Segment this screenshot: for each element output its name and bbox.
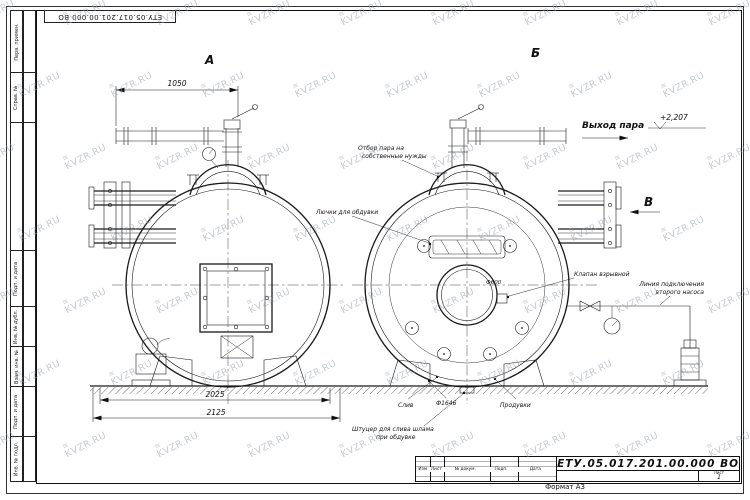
frame-cell-label: Справ. № [13, 85, 20, 110]
pressure-gauge [202, 147, 219, 169]
frame-cell [24, 307, 35, 347]
top-steam-pipe [115, 127, 224, 145]
frame-cell: Подп. и дата [11, 251, 22, 307]
own-needs-label-1: Отбор пара на [358, 145, 404, 152]
sheet-label: Лист [713, 470, 725, 475]
own-needs-label-2: собственные нужды [362, 153, 427, 160]
frame-cell-label: Инв. № подл. [13, 441, 20, 477]
annotation-blow-hatches: Лючки для обдувки [315, 209, 432, 246]
manhole-dia-label: Ф600 [486, 280, 502, 286]
col-izm: Изм [418, 466, 428, 472]
sludge-label-2: при обдувке [376, 434, 416, 441]
title-block: Изм Лист № докум. Подп. Дата ЕТУ.05.017.… [415, 456, 740, 482]
drain-label: Слив [398, 402, 414, 409]
frame-cell: Инв. № дубл. [11, 307, 22, 347]
frame-cell-label: Инв. № дубл. [13, 309, 20, 344]
annotation-own-needs: Отбор пара на собственные нужды [358, 145, 440, 179]
frame-cell-label: Взам. инв. № [13, 349, 20, 384]
steam-outlet-pipe [467, 127, 567, 145]
boiler-front-view: Ф600 [352, 46, 707, 404]
view-a-label: А [204, 53, 214, 67]
safety-valve-front [448, 104, 484, 168]
sheet-value: 1 [717, 474, 721, 481]
annotation-drain: Слив [398, 375, 439, 409]
dimension-1050: 1050 [115, 79, 239, 126]
pump-line-label-2: второго насоса [656, 289, 705, 296]
shell-dia-label: Ф1646 [436, 400, 457, 407]
shell-top-fittings [187, 174, 269, 185]
stay-bosses [405, 239, 529, 361]
dim-2125-label: 2125 [206, 408, 225, 417]
frame-cell [24, 251, 35, 307]
frame-cell [24, 347, 35, 387]
frame-cell: Подп. и дата [11, 387, 22, 437]
frame-cell [24, 11, 35, 73]
support-front-left [389, 359, 431, 387]
dim-1050-label: 1050 [167, 79, 186, 88]
format-note: Формат А3 [545, 483, 585, 491]
frame-cell: Взам. инв. № [11, 347, 22, 387]
col-data: Дата [529, 466, 541, 472]
view-v-label: В [644, 195, 653, 209]
frame-cell-label: Подп. и дата [13, 261, 20, 296]
col-list: Лист [430, 466, 442, 472]
annotation-blowdown: Продувки [493, 377, 531, 409]
dome-stubs [435, 172, 499, 182]
annotation-sludge: Штуцер для слива шлама при обдувке [352, 391, 466, 441]
blow-hatches-label: Лючки для обдувки [315, 209, 378, 216]
frame-cell [11, 123, 22, 251]
top-inverted-stamp: ЕТУ.05.017.201.00.000 ВО [44, 10, 176, 23]
revision-table-headers: Изм Лист № докум. Подп. Дата [416, 466, 557, 472]
sludge-label-1: Штуцер для слива шлама [352, 426, 434, 433]
frame-cell: Инв. № подл. [11, 437, 22, 481]
annotation-pump-line: Линия подключения второго насоса [638, 281, 705, 306]
frame-cell: Перв. примен. [11, 11, 22, 73]
view-v-arrow: В [630, 195, 660, 215]
sheet-cell: Лист 1 [698, 471, 739, 481]
explosion-valve-fitting [496, 293, 508, 304]
frame-cell [24, 387, 35, 437]
blow-hatch [428, 235, 506, 259]
view-b-label: Б [531, 46, 540, 60]
steam-out-label: Выход пара [582, 121, 644, 131]
second-pump-line [567, 300, 707, 387]
frame-cell [24, 73, 35, 123]
frame-cell [24, 437, 35, 481]
support-front-right [503, 359, 545, 387]
title-block-main: ЕТУ.05.017.201.00.000 ВО Лист 1 [557, 457, 739, 481]
frame-left-empty-column [23, 10, 36, 482]
blowdown-label: Продувки [500, 402, 531, 409]
boiler-side-view: 1050 [88, 53, 344, 422]
ash-panel [220, 335, 254, 359]
title-block-revision-table: Изм Лист № докум. Подп. Дата [416, 457, 558, 481]
frame-left-labels-column: Перв. примен. Справ. № Подп. и дата Инв.… [10, 10, 23, 482]
annotation-elevation: +2,207 [648, 113, 706, 130]
dim-2025-label: 2025 [205, 390, 224, 399]
col-podp: Подп. [494, 466, 508, 472]
safety-valve [222, 104, 258, 167]
top-stamp-text: ЕТУ.05.017.201.00.000 ВО [57, 12, 163, 21]
col-docnum: № докум. [454, 466, 476, 472]
furnace-door [199, 263, 273, 333]
left-header-tubes [88, 181, 176, 249]
feed-pump [131, 337, 171, 387]
annotation-shell-dia: Ф1646 [427, 379, 457, 407]
ground-line [90, 385, 708, 394]
pump-line-label-1: Линия подключения [638, 281, 704, 288]
frame-cell: Справ. № [11, 73, 22, 123]
frame-cell-label: Перв. примен. [13, 22, 20, 61]
title-block-empty-cell [557, 471, 698, 481]
frame-cell-label: Подп. и дата [13, 394, 20, 429]
frame-cell [24, 123, 35, 251]
manhole: Ф600 [436, 264, 502, 326]
right-header-tubes [558, 181, 622, 249]
annotation-explosion-valve: Клапан взрывной [506, 271, 630, 299]
document-number: ЕТУ.05.017.201.00.000 ВО [557, 457, 739, 471]
explosion-valve-label: Клапан взрывной [574, 271, 630, 278]
annotation-steam-out: Выход пара [582, 121, 644, 141]
elevation-label: +2,207 [660, 113, 688, 122]
